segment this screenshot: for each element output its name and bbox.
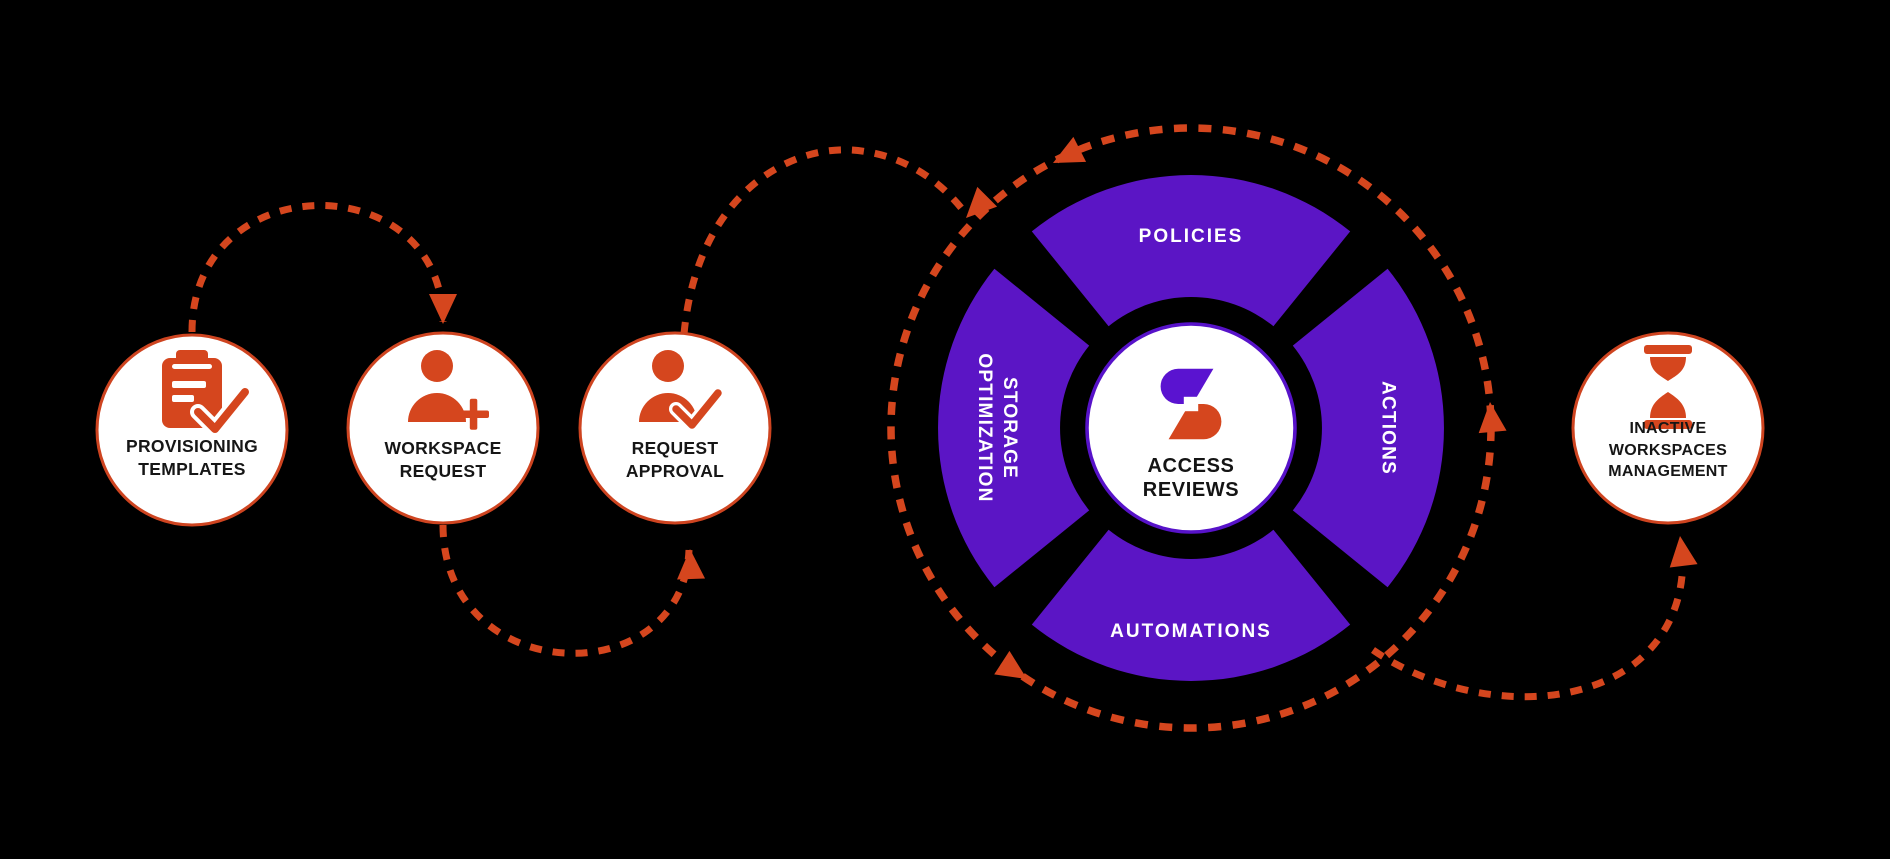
label-actions: ACTIONS [1377, 381, 1399, 475]
user-plus-icon [408, 350, 489, 430]
label-workspace-request: WORKSPACE REQUEST [384, 438, 502, 481]
segment-policies [1031, 175, 1351, 327]
label-policies: POLICIES [1138, 226, 1244, 247]
arrowhead-into-workspace-request [429, 294, 457, 324]
segment-actions [1292, 268, 1444, 588]
connector-request-to-approval [439, 524, 693, 657]
node-circle-request-approval [578, 331, 772, 525]
label-inactive-workspaces-management: INACTIVE WORKSPACES MANAGEMENT [1608, 419, 1728, 480]
connector-wheel-to-inactive [1371, 545, 1687, 701]
arrowhead-into-wheel [956, 186, 998, 228]
clipboard-check-icon [162, 350, 253, 437]
connector-approval-to-wheel [680, 146, 969, 335]
arrowhead-ring-bottom-left [994, 650, 1035, 691]
connector-templates-to-request [188, 202, 447, 333]
label-storage-optimization: STORAGE OPTIMIZATION [974, 353, 1020, 503]
arrowhead-into-inactive-workspaces [1666, 534, 1698, 568]
arrowhead-ring-top [1046, 136, 1087, 176]
label-automations: AUTOMATIONS [1110, 621, 1272, 642]
label-request-approval: REQUEST APPROVAL [625, 438, 725, 481]
hourglass-icon [1644, 345, 1692, 429]
arrowhead-ring-right [1476, 400, 1507, 434]
label-access-reviews: ACCESS REVIEWS [1142, 455, 1240, 501]
logo-center-square [1183, 396, 1199, 412]
node-circle-workspace-request [346, 331, 540, 525]
segment-storage-optimization [938, 268, 1090, 588]
logo-orange-shape [1168, 404, 1222, 440]
segment-automations [1031, 529, 1351, 681]
arrowhead-into-request-approval [676, 548, 706, 580]
user-check-icon [639, 350, 725, 432]
syskit-logo [1160, 368, 1222, 440]
logo-purple-shape [1160, 368, 1214, 404]
label-provisioning-templates: PROVISIONING TEMPLATES [126, 436, 258, 479]
node-circle-provisioning-templates [95, 333, 289, 527]
